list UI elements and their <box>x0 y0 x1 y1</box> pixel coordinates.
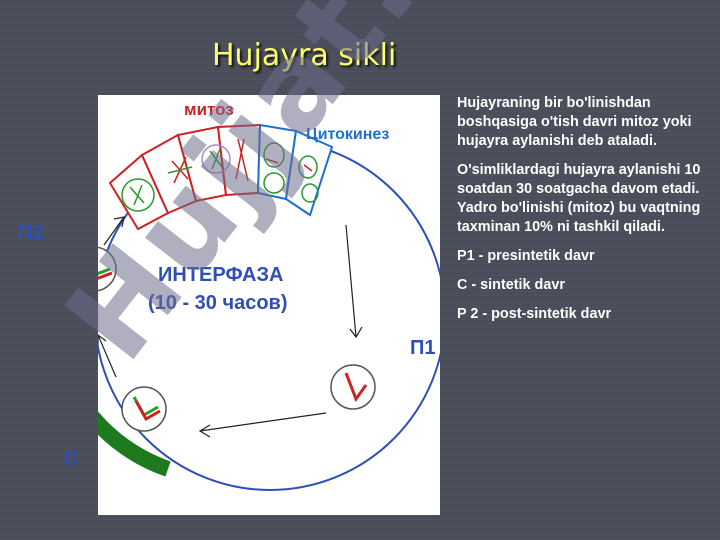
description-text: Hujayraning bir bo'linishdan boshqasiga … <box>457 94 707 334</box>
duration-label: (10 - 30 часов) <box>148 292 288 314</box>
cycle-arrows <box>98 216 363 438</box>
paragraph-definition: Hujayraning bir bo'linishdan boshqasiga … <box>457 95 692 149</box>
s-phase-arc <box>98 411 171 477</box>
g2-outer-label: П2 <box>18 222 44 244</box>
paragraph-p1: P1 - presintetik davr <box>457 248 595 264</box>
s-label: С <box>64 448 79 470</box>
g1-label: П1 <box>410 337 436 359</box>
paragraph-duration: O'simliklardagi hujayra aylanishi 10 soa… <box>457 162 701 235</box>
paragraph-c: C - sintetik davr <box>457 277 565 293</box>
paragraph-p2: P 2 - post-sintetik davr <box>457 306 612 322</box>
mitosis-figures <box>121 138 319 212</box>
mitosis-band <box>108 123 262 231</box>
cytokinesis-label: Цитокинез <box>306 126 389 143</box>
g1-cell <box>330 364 376 410</box>
interphase-label: ИНТЕРФАЗА <box>158 264 283 286</box>
mitosis-label: митоз <box>184 100 234 119</box>
slide-title: Hujayra sikli <box>212 38 397 73</box>
g2-cell <box>98 246 117 292</box>
cell-cycle-diagram: митоз Цитокинез П2 ИНТЕРФАЗА (10 - 30 ча… <box>98 95 440 515</box>
s-cell <box>121 386 167 432</box>
